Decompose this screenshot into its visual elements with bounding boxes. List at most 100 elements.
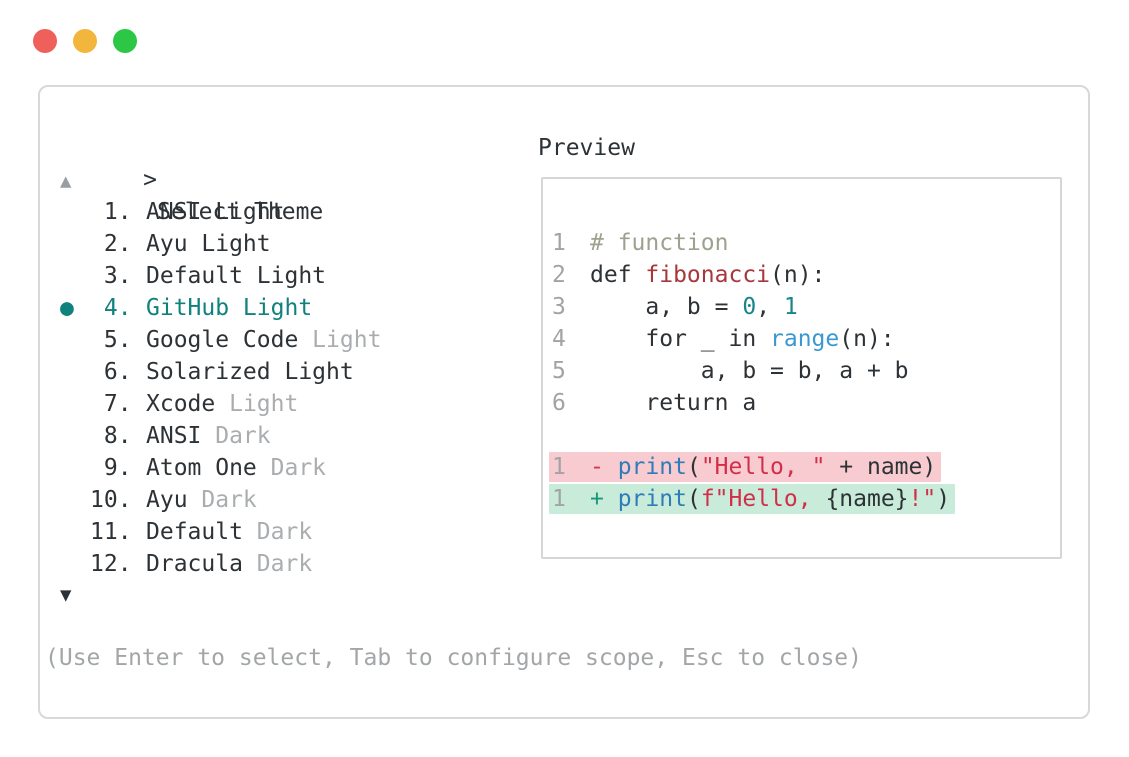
theme-list-item[interactable]: 9.Atom One Dark: [60, 452, 381, 484]
code-token: print: [617, 486, 687, 512]
code-line: 1 # function: [552, 228, 955, 260]
code-token: fibonacci: [645, 262, 771, 288]
code-token: range: [770, 326, 840, 352]
theme-number: 3.: [90, 263, 132, 289]
code-token: +: [590, 486, 618, 512]
scroll-down-icon[interactable]: ▼: [60, 584, 72, 606]
theme-list-item[interactable]: 1. ANSI Light: [60, 196, 381, 228]
theme-list-item[interactable]: 5.Google Code Light: [60, 324, 382, 356]
code-token: {name}: [825, 486, 909, 512]
theme-variant-muted: Dark: [201, 423, 271, 449]
code-token: + name): [825, 454, 937, 480]
code-token: !": [908, 486, 937, 512]
theme-number: 6.: [90, 359, 132, 385]
picker-window: > Select Theme ▲ 1. ANSI Light 2. Ayu Ligh…: [38, 85, 1090, 719]
code-line: 2 def fibonacci(n):: [552, 260, 955, 292]
code-line: 5 a, b = b, a + b: [552, 356, 955, 388]
theme-list-item[interactable]: 11. Default Dark: [60, 516, 381, 548]
theme-name: GitHub Light: [146, 295, 313, 321]
bullet-slot: [60, 356, 90, 388]
code-token: 0: [742, 294, 757, 320]
bullet-slot: [60, 420, 90, 452]
bullet-slot: [60, 196, 90, 228]
theme-list-item[interactable]: 3. Default Light: [60, 260, 381, 292]
prompt-line: > Select Theme: [60, 132, 323, 225]
theme-name: Xcode: [146, 391, 216, 417]
theme-number: 7.: [90, 391, 132, 417]
bullet-slot: [60, 388, 90, 420]
code-token: "Hello, ": [700, 454, 826, 480]
theme-number: 9.: [90, 455, 132, 481]
theme-list: 1. ANSI Light 2. Ayu Light 3. Default Light…: [60, 196, 381, 580]
minimize-button[interactable]: [73, 29, 97, 53]
theme-number: 5.: [90, 327, 132, 353]
theme-list-item[interactable]: 12. Dracula Dark: [60, 548, 381, 580]
theme-variant-muted: Light: [298, 327, 382, 353]
theme-list-item[interactable]: 6. Solarized Light: [60, 356, 381, 388]
window-controls: [33, 29, 137, 53]
selected-bullet-icon: ●: [60, 295, 74, 321]
theme-name: ANSI: [146, 423, 202, 449]
theme-number: 12.: [90, 551, 132, 577]
theme-number: 1.: [90, 199, 132, 225]
line-number: 1: [552, 486, 566, 512]
code-token: f"Hello,: [700, 486, 826, 512]
theme-variant-muted: Light: [215, 391, 299, 417]
theme-name: ANSI Light: [146, 199, 285, 225]
page-title: Select Theme: [157, 199, 324, 225]
theme-name: Dracula: [146, 551, 243, 577]
theme-variant-muted: Dark: [242, 519, 313, 545]
diff-line-added: 1 + print(f"Hello, {name}!"): [549, 484, 956, 516]
code-token: # function: [590, 230, 729, 256]
line-number: 4: [552, 326, 566, 352]
line-number: 1: [552, 454, 566, 480]
theme-list-item[interactable]: 8. ANSI Dark: [60, 420, 381, 452]
code-token: (: [686, 454, 701, 480]
theme-list-item[interactable]: 7. Xcode Light: [60, 388, 381, 420]
close-button[interactable]: [33, 29, 57, 53]
theme-list-item[interactable]: ● 4. GitHub Light: [60, 292, 381, 324]
theme-number: 11.: [90, 519, 132, 545]
theme-number: 2.: [90, 231, 132, 257]
theme-name: Ayu: [146, 487, 188, 513]
theme-number: 8.: [90, 423, 132, 449]
theme-variant-muted: Dark: [242, 551, 313, 577]
code-token: (n):: [839, 326, 895, 352]
code-line: 6 return a: [552, 388, 955, 420]
line-number: 3: [552, 294, 566, 320]
prompt-caret-icon: >: [143, 167, 157, 193]
theme-name: Solarized Light: [146, 359, 354, 385]
theme-list-item[interactable]: 10.Ayu Dark: [60, 484, 381, 516]
preview-title: Preview: [538, 135, 635, 161]
theme-name: Default Light: [146, 263, 327, 289]
bullet-slot: [60, 548, 90, 580]
theme-number: 4.: [90, 295, 132, 321]
code-line: 4 for _ in range(n):: [552, 324, 955, 356]
theme-list-item[interactable]: 2. Ayu Light: [60, 228, 381, 260]
theme-name: Default: [146, 519, 243, 545]
code-token: 1: [783, 294, 798, 320]
code-token: for _ in: [590, 326, 771, 352]
line-number: 1: [552, 230, 566, 256]
code-token: print: [617, 454, 687, 480]
code-token: ): [936, 486, 951, 512]
bullet-slot: [60, 452, 90, 484]
line-number: 2: [552, 262, 566, 288]
code-token: (n):: [770, 262, 826, 288]
code-token: def: [590, 262, 646, 288]
code-token: a, b =: [590, 294, 743, 320]
scroll-up-icon[interactable]: ▲: [60, 170, 72, 192]
code-line: [552, 420, 955, 452]
code-token: a, b = b, a + b: [590, 358, 909, 384]
zoom-button[interactable]: [113, 29, 137, 53]
code-token: ,: [756, 294, 784, 320]
bullet-slot: [60, 484, 90, 516]
bullet-slot: [60, 228, 90, 260]
code-token: (: [686, 486, 701, 512]
theme-name: Ayu Light: [146, 231, 271, 257]
bullet-slot: [60, 260, 90, 292]
theme-variant-muted: Dark: [187, 487, 257, 513]
